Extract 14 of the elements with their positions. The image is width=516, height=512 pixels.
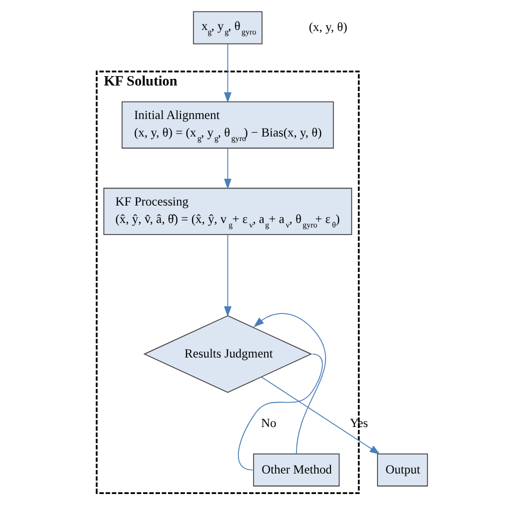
label: (x, y, θ) [308,20,347,34]
edge-label: No [260,416,276,430]
node-box: x$_{g}$, y$_{g}$, θ$_{gyro}$ [192,11,262,44]
node-box: KF Processing (x̂, ŷ, v̂, â, θ̂) = (x̂, ŷ, v$_{g}$+ ε$_{v}$, a$_{g}$+ a$_{v}$, θ$_{gyro}$+ ε$_{θ}$) [102,188,352,236]
connector [237,354,322,470]
node-box: Other Method [252,453,340,486]
node-diamond: Results Judgment [142,315,312,393]
arrow [224,234,231,317]
node-box: Initial Alignment (x, y, θ) = (x$_{g}$, y$_{g}$, θ$_{gyro}$) − Bias(x, y, θ) [121,101,334,149]
arrow [224,148,231,190]
node-box: Output [376,453,428,486]
arrow [260,376,380,455]
arrow [224,44,231,103]
arrow [252,313,326,454]
